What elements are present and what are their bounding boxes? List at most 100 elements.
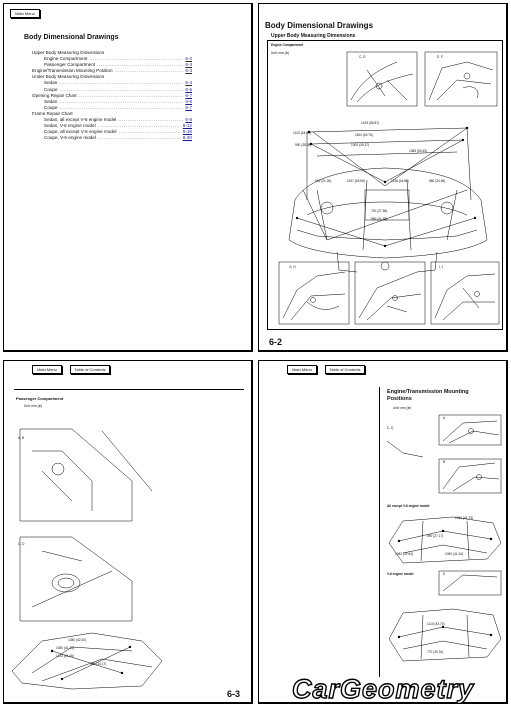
cargeometry-logo: CarGeometry [291,673,475,704]
toc-leader-dots: ........................................… [97,123,181,129]
toc-leader-dots: ........................................… [59,98,184,104]
callout-cd: C, D [359,55,366,59]
callout-gh: G, H [289,265,296,269]
dim-label: 1385 (54.53) [409,149,428,153]
toc-item[interactable]: Sedan, V-6 engine model.................… [32,123,192,129]
toc-leader-dots: ........................................… [118,117,184,123]
main-menu-button[interactable]: Main Menu [287,365,317,374]
dim-label: 1138 (44.80) [391,179,409,183]
callout-b: B [443,460,446,464]
toc-page-link[interactable]: 6-7 [185,104,192,110]
dim-label: 1130 (44.49) [56,654,74,658]
toc-item[interactable]: Coupe...................................… [32,105,192,111]
toc-item-label: Engine Compartment [44,56,88,62]
callout-ab: A, B [18,436,25,440]
toc-page-link[interactable]: 6-12 [182,123,192,129]
toc-item[interactable]: Engine/Transmission Mounting Position...… [32,68,192,74]
page-title: Body Dimensional Drawings [265,21,374,30]
toc-page-link[interactable]: 6-8 [185,117,192,123]
table-of-contents-button[interactable]: Table of Contents [70,365,110,374]
toc-leader-dots: ........................................… [89,56,184,62]
toc-item-label: Sedan [44,98,58,104]
toc-item[interactable]: Opening Repair Chart....................… [32,93,192,99]
dim-label: 1419 (55.87) [361,121,380,125]
toc-page-link[interactable]: 6-5 [185,86,192,92]
toc-item[interactable]: Passenger Compartment...................… [32,62,192,68]
engine-compartment-drawing [278,51,500,325]
dim-label: 540 (21.26) [315,179,332,183]
divider [379,387,380,677]
toc-item[interactable]: Coupe, all except V-6 engine model......… [32,129,192,135]
divider [14,389,244,390]
toc-item[interactable]: Engine Compartment......................… [32,56,192,62]
toc-page-link[interactable]: 6-6 [185,98,192,104]
dim-label: 770 (30.31) [427,650,444,654]
toc-page-link[interactable]: 6-3 [185,68,192,74]
toc-item-label: Passenger Compartment [44,62,96,68]
main-menu-button[interactable]: Main Menu [32,365,62,374]
toc-leader-dots: ........................................… [118,129,181,135]
section-label: Passenger Compartment [16,396,64,401]
drawing-frame [267,40,503,330]
toc-item-label: Coupe, V-6 engine model [44,135,96,141]
callout-ij: I, J [439,265,444,269]
toc-page-link[interactable]: 6-4 [185,80,192,86]
page-engine-compartment: Body Dimensional Drawings Upper Body Mea… [258,3,508,352]
toc-item[interactable]: Sedan...................................… [32,99,192,105]
dim-label: 1000 (39.37) [351,143,370,147]
toc-page-link[interactable]: 6-3 [185,62,192,68]
page-title: Body Dimensional Drawings [24,34,119,41]
toc-item-label: Sedan, V-6 engine model [44,123,96,129]
callout-cd: C, D [18,542,25,546]
toc-item-label: Coupe [44,86,58,92]
page-number: 6-3 [227,689,241,699]
unit-label: Unit: mm (in) [393,406,412,410]
toc-item-label: Frame Repair Chart [32,110,73,116]
toc-page-link[interactable]: 6-7 [185,92,192,98]
page-subtitle: Upper Body Measuring Dimensions [271,33,356,39]
toc-page-link[interactable]: 6-2 [185,56,192,62]
dim-label: 1080 (42.52) [68,638,87,642]
model-label-a: All except V-6 engine model: [387,504,431,508]
page-title-line2: Positions [387,396,412,402]
dim-label: 700 (27.56) [371,209,388,213]
toc-item-label: Coupe [44,104,58,110]
dim-label: 880 (34.65) [429,179,446,183]
toc-item-label: Coupe, all except V-6 engine model [44,129,117,135]
dim-label: 1162 (45.75) [355,133,373,137]
toc-leader-dots: ........................................… [97,62,183,68]
toc-item-label: Opening Repair Chart [32,92,77,98]
page-number: 6-2 [269,337,283,347]
table-of-contents-button[interactable]: Table of Contents [325,365,365,374]
toc-item: Frame Repair Chart [32,111,192,117]
toc-item-label: Under Body Measuring Dimensions [32,74,105,80]
toc-item-label: Upper Body Measuring Dimensions [32,50,105,55]
toc-page-link[interactable]: 6-20 [182,135,192,141]
toc-item[interactable]: Sedan, all except V-6 engine model......… [32,117,192,123]
toc-page-link[interactable]: 6-16 [182,129,192,135]
toc-leader-dots: ........................................… [59,80,184,86]
callout-cd: C, D [387,426,394,430]
toc-item-label: Sedan [44,80,58,86]
dim-label: 360 (14.17) [90,662,107,666]
toc-leader-dots: ........................................… [78,92,184,98]
toc-item-label: Engine/Transmission Mounting Position [32,68,113,74]
toc-item[interactable]: Sedan...................................… [32,80,192,86]
toc-leader-dots: ........................................… [59,104,184,110]
dim-label: 1110 (43.70) [427,622,445,626]
dim-label: 1050 (41.34) [56,646,75,650]
dim-label: 1120 (44.09) [293,131,311,135]
dim-label: 1060 (41.73) [455,516,474,520]
callout-ef: E, F [437,55,443,59]
main-menu-button[interactable]: Main Menu [10,9,40,18]
logo-text: CarGeometry [292,674,475,704]
section-label: Engine Compartment [271,43,304,47]
toc-item[interactable]: Coupe...................................… [32,87,192,93]
page-toc: Main Menu Body Dimensional Drawings Uppe… [3,3,253,352]
callout-e: E [443,572,446,576]
callout-a: A [443,416,446,420]
toc-item-label: Sedan, all except V-6 engine model [44,117,117,123]
toc-item[interactable]: Coupe, V-6 engine model.................… [32,135,192,141]
model-label-b: V-6 engine model: [387,572,415,576]
